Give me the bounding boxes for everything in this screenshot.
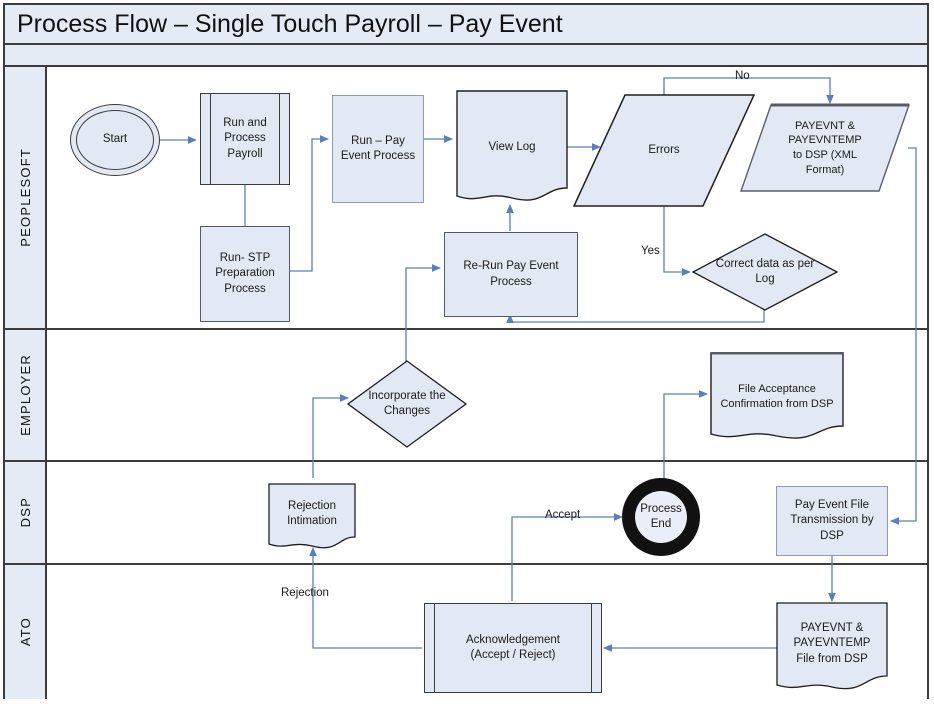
node-errors[interactable]: Errors (573, 93, 755, 208)
document-shape (776, 602, 888, 690)
node-start[interactable]: Start (70, 104, 160, 176)
document-shape (710, 352, 844, 439)
lane-dsp: DSP (5, 462, 927, 565)
start-inner-ring (76, 110, 154, 170)
page-title: Process Flow – Single Touch Payroll – Pa… (17, 9, 563, 38)
node-acknowledgement-label: Acknowledgement(Accept / Reject) (466, 633, 560, 661)
edge-label-no: No (735, 70, 750, 82)
decision-shape (347, 360, 467, 448)
diagram-title-bar: Process Flow – Single Touch Payroll – Pa… (5, 5, 927, 45)
parallelogram-shape (740, 103, 910, 192)
lane-header-ato: ATO (5, 565, 47, 699)
parallelogram-shape (573, 94, 755, 207)
lane-header-employer: EMPLOYER (5, 330, 47, 460)
node-view-log-label: View Log (488, 140, 536, 153)
node-start-label: Start (102, 133, 128, 146)
lane-label-dsp: DSP (17, 497, 33, 528)
lane-header-dsp: DSP (5, 462, 47, 563)
decision-shape (692, 233, 838, 311)
lane-header-peoplesoft: PEOPLESOFT (5, 67, 47, 328)
lane-label-employer: EMPLOYER (17, 354, 33, 436)
document-shape (456, 90, 568, 201)
lane-label-peoplesoft: PEOPLESOFT (17, 148, 33, 247)
edge-label-yes: Yes (641, 245, 660, 257)
edge-label-accept: Accept (545, 509, 581, 521)
edge-label-rejection: Rejection (281, 587, 329, 599)
lane-label-ato: ATO (17, 617, 33, 647)
node-view-log[interactable]: View Log (456, 90, 568, 205)
node-errors-label: Errors (648, 143, 680, 156)
document-shape (268, 483, 356, 549)
node-acknowledgement[interactable]: Acknowledgement(Accept / Reject) (424, 603, 602, 693)
diagram-subtitle-bar (5, 45, 927, 67)
